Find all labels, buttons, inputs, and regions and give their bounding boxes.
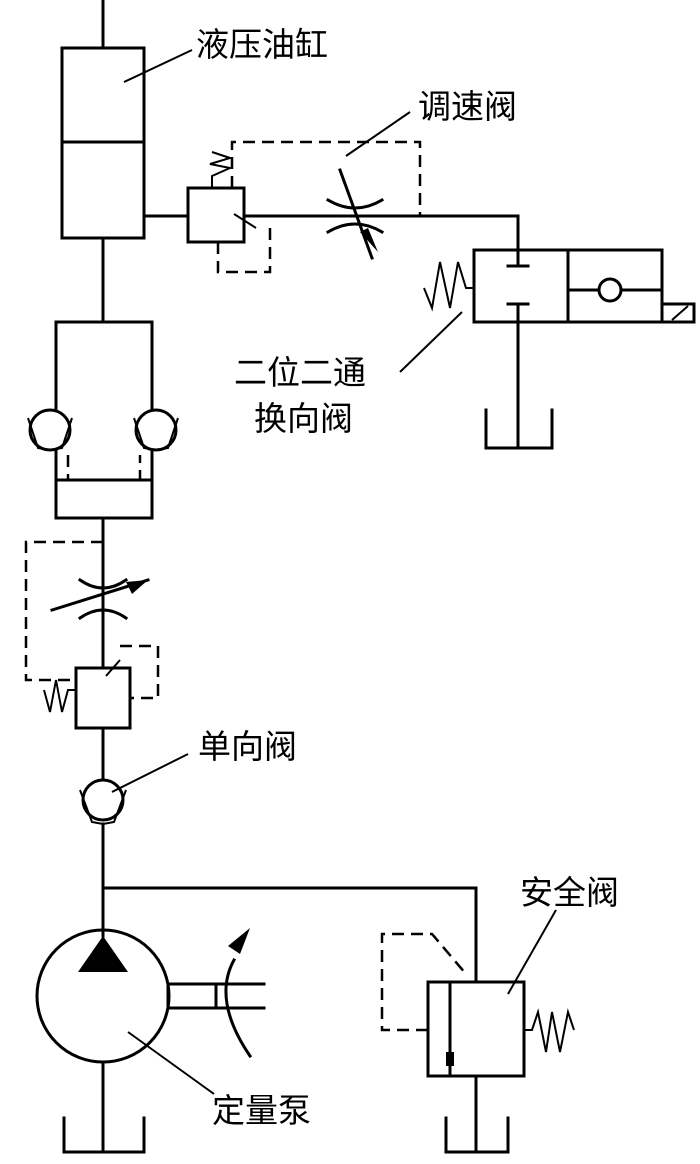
upper-branch-line bbox=[142, 214, 520, 252]
check-valve bbox=[79, 778, 127, 890]
label-directional-valve-line1: 二位二通 bbox=[234, 353, 366, 392]
safety-valve-branch bbox=[101, 886, 478, 984]
tank-safety-valve bbox=[444, 1074, 510, 1154]
label-check-valve: 单向阀 bbox=[198, 727, 297, 766]
label-directional-valve-line2: 换向阀 bbox=[254, 399, 353, 438]
tank-directional-valve bbox=[484, 320, 554, 450]
fixed-displacement-pump bbox=[35, 886, 266, 1154]
label-pump: 定量泵 bbox=[212, 1091, 311, 1130]
label-cylinder: 液压油缸 bbox=[196, 25, 328, 64]
speed-control-valve-left bbox=[24, 540, 160, 730]
speed-control-valve-top bbox=[230, 140, 422, 260]
hydraulic-cylinder bbox=[60, 0, 146, 240]
safety-valve bbox=[380, 932, 575, 1078]
pressure-compensator-valve bbox=[186, 151, 272, 274]
check-valve-bridge bbox=[27, 320, 179, 520]
directional-valve bbox=[423, 248, 696, 324]
label-safety-valve: 安全阀 bbox=[520, 873, 619, 912]
leader-lines bbox=[111, 49, 557, 1095]
label-speed-valve: 调速阀 bbox=[418, 87, 517, 126]
